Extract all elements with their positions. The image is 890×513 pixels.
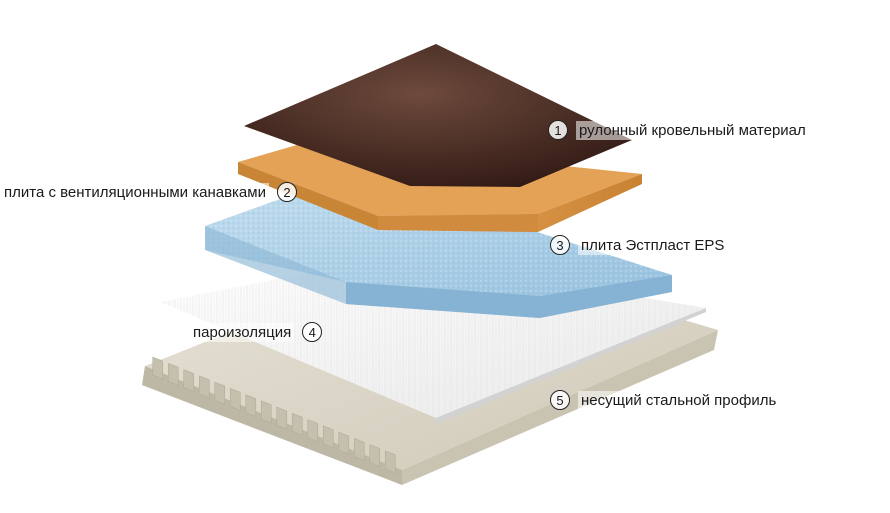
label-layer-2: плита с вентиляционными канавками 2: [1, 180, 297, 204]
steel-rib: [198, 375, 210, 399]
label-layer-5: 5 несущий стальной профиль: [550, 388, 780, 412]
number-badge: 4: [302, 322, 323, 342]
number-badge: 1: [548, 120, 568, 140]
steel-rib: [229, 387, 241, 411]
label-layer-4: пароизоляция 4: [190, 320, 323, 344]
steel-rib: [353, 437, 365, 461]
steel-rib: [322, 425, 334, 449]
number-badge: 5: [550, 390, 570, 410]
label-layer-3: 3 плита Эстпласт EPS: [550, 233, 728, 257]
steel-rib: [167, 362, 179, 386]
eps-board-layer: [205, 176, 672, 318]
steel-rib: [369, 444, 381, 468]
layer-label: рулонный кровельный материал: [576, 120, 809, 140]
number-badge: 2: [276, 182, 297, 202]
steel-rib: [183, 369, 195, 393]
layer-label: пароизоляция: [190, 322, 295, 342]
layer-label: плита Эстпласт EPS: [578, 235, 728, 255]
roofing-membrane-layer: [244, 44, 632, 187]
steel-rib: [245, 394, 257, 418]
number-badge: 3: [550, 235, 570, 255]
layer-label: несущий стальной профиль: [578, 390, 780, 410]
steel-rib: [338, 431, 350, 455]
steel-rib: [384, 450, 396, 474]
steel-rib: [307, 419, 319, 443]
steel-rib: [260, 400, 272, 424]
label-layer-1: 1 рулонный кровельный материал: [548, 118, 809, 142]
steel-rib: [152, 356, 164, 380]
layer-label: плита с вентиляционными канавками: [1, 182, 269, 202]
steel-rib: [214, 381, 226, 405]
steel-profile-ribs: [152, 356, 396, 474]
steel-rib: [276, 406, 288, 430]
steel-rib: [291, 412, 303, 436]
